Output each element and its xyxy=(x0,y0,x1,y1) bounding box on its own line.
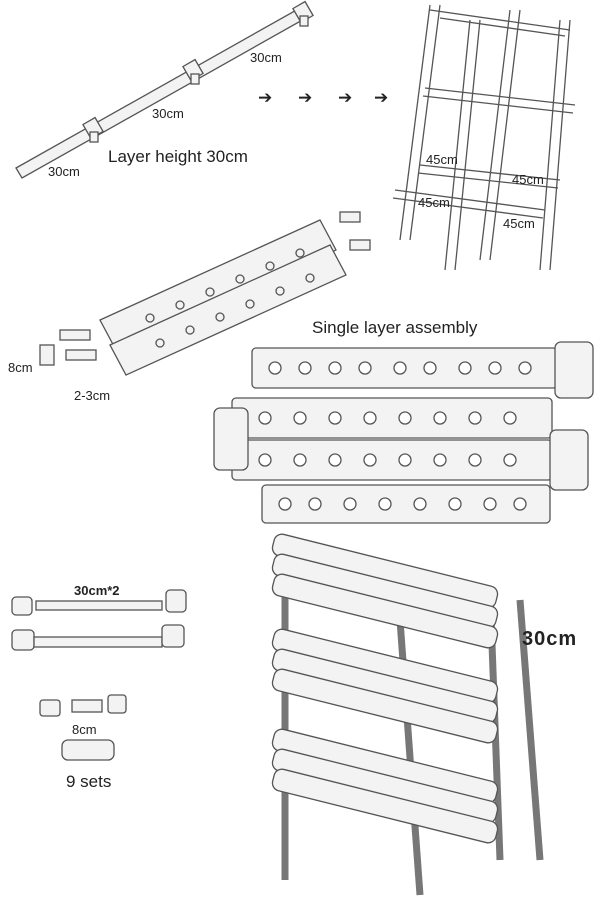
frame-length-label: 45cm xyxy=(503,216,535,231)
elbow-length-label: 8cm xyxy=(8,360,33,375)
arrow-icon: ➔ xyxy=(258,88,273,107)
tier-height-label: 30cm xyxy=(522,628,578,650)
parts-diagram xyxy=(11,589,187,761)
arrow-icon: ➔ xyxy=(374,88,389,107)
frame-length-label: 45cm xyxy=(512,172,544,187)
frame-diagram xyxy=(392,4,576,271)
single-layer-diagram xyxy=(213,341,594,524)
pipe-pair-label: 30cm*2 xyxy=(74,583,120,598)
growing-pipes-diagram xyxy=(39,211,371,376)
single-layer-title: Single layer assembly xyxy=(312,318,478,337)
arrow-icon: ➔ xyxy=(298,88,313,107)
arrow-icon: ➔ xyxy=(338,88,353,107)
layer-height-label: Layer height 30cm xyxy=(108,147,248,166)
connector-length-label: 8cm xyxy=(72,722,97,737)
pipe-length-label: 30cm xyxy=(152,106,184,121)
frame-length-label: 45cm xyxy=(418,195,450,210)
rack-diagram xyxy=(271,533,544,896)
pipe-length-label: 30cm xyxy=(250,50,282,65)
pipe-length-label: 30cm xyxy=(48,164,80,179)
sets-count-label: 9 sets xyxy=(66,772,112,791)
gap-length-label: 2-3cm xyxy=(74,388,111,403)
layer-pipe-diagram xyxy=(15,0,314,179)
frame-length-label: 45cm xyxy=(426,152,458,167)
